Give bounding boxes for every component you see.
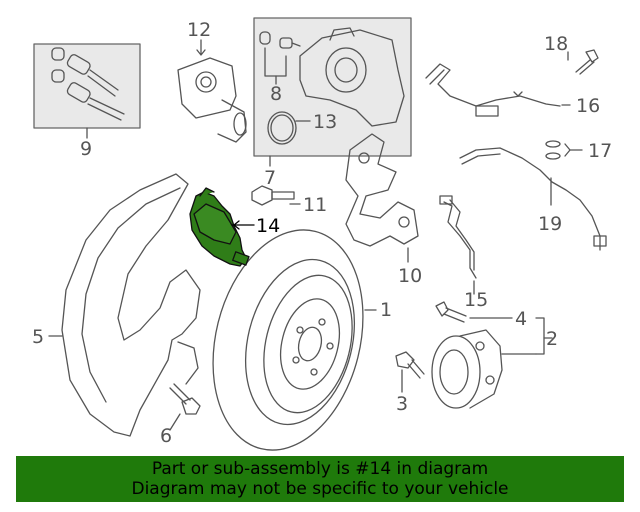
callout-5: 5 [32,326,44,348]
caliper-box [253,17,412,157]
parts-diagram: 1 2 3 4 5 6 7 8 9 10 11 12 13 14 15 16 1… [32,17,612,451]
callout-13: 13 [313,111,337,133]
callout-6: 6 [160,425,172,447]
callout-15: 15 [464,289,488,311]
pin-kit-box [33,43,141,129]
brake-rotor [212,229,364,451]
hub-bolt [435,301,467,323]
brake-pad-kit-highlight [189,187,250,267]
caliper-body [299,29,405,127]
callout-3: 3 [396,393,408,415]
banner-line-1: Part or sub-assembly is #14 in diagram [151,459,489,479]
callout-19: 19 [538,213,562,235]
hub-mounting-bolt [395,351,425,379]
shield-bolt [169,383,201,415]
caliper-bracket [345,133,419,247]
callout-17: 17 [588,140,612,162]
callout-10: 10 [398,265,422,287]
hub-assembly [431,329,503,409]
bracket-bolt [251,185,295,206]
clips [545,140,561,160]
dust-shield [61,173,201,437]
pin-kit-parts [51,47,125,121]
callout-14: 14 [256,215,280,237]
callout-4: 4 [515,308,527,330]
abs-sensor [425,63,561,117]
callout-9: 9 [80,138,92,160]
brake-hose [439,195,477,279]
callout-18: 18 [544,33,568,55]
banner-line-2: Diagram may not be specific to your vehi… [131,479,509,499]
callout-12: 12 [187,19,211,41]
callout-16: 16 [576,95,600,117]
callout-8: 8 [270,83,282,105]
sensor-harness [459,147,607,251]
callout-7: 7 [264,167,276,189]
callout-2: 2 [546,328,558,350]
seal-ring [267,111,297,145]
callout-11: 11 [303,194,327,216]
info-banner: Part or sub-assembly is #14 in diagram D… [16,456,624,502]
sensor-bolt [575,49,599,75]
callout-1: 1 [380,299,392,321]
parking-brake-motor [177,57,247,143]
